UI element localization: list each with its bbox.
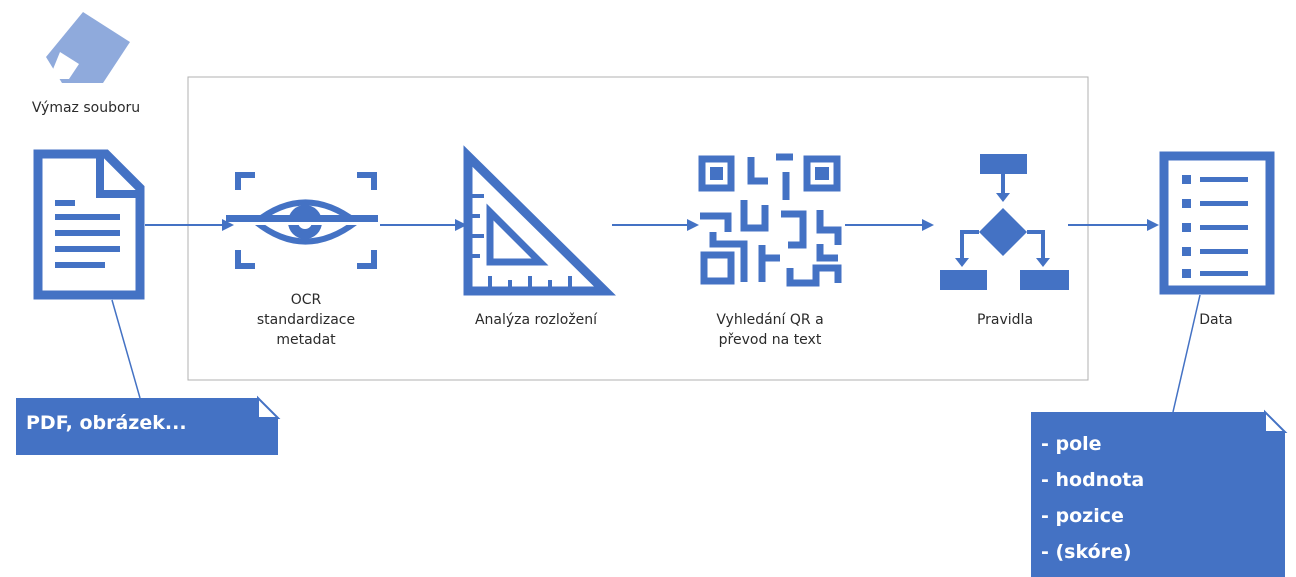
- note-output-item: - pozice: [1041, 505, 1124, 527]
- label-erase: Výmaz souboru: [31, 100, 141, 116]
- document-icon: [33, 149, 145, 300]
- note-output-item: - (skóre): [1041, 541, 1132, 563]
- qr-finder-dot-2: [815, 167, 829, 180]
- label-rules: Pravidla: [976, 312, 1034, 328]
- note-output-shape: [1031, 409, 1288, 577]
- qr-code-icon: [698, 153, 842, 287]
- label-data: Data: [1199, 312, 1233, 328]
- note-input-text: PDF, obrázek...: [26, 412, 187, 434]
- process-frame: [187, 76, 1089, 381]
- note-output-item: - hodnota: [1041, 469, 1145, 491]
- note-input-shape: [16, 395, 281, 455]
- flowchart-icon: [940, 154, 1069, 290]
- label-qr: Vyhledání QR a převod na text: [716, 312, 824, 348]
- eraser-icon: [46, 12, 130, 83]
- note-output-item: - pole: [1041, 433, 1102, 455]
- label-layout: Analýza rozložení: [474, 312, 598, 328]
- qr-finder-dot-1: [710, 167, 723, 180]
- set-square-icon: [463, 145, 616, 296]
- note-output-list: - pole - hodnota - pozice - (skóre): [1041, 426, 1144, 570]
- eye-scan-icon: [226, 172, 378, 269]
- callout-line-input: [111, 299, 141, 399]
- label-ocr: OCR standardizace metadat: [256, 292, 356, 348]
- list-icon: [1159, 151, 1275, 295]
- callout-line-output: [1172, 294, 1201, 413]
